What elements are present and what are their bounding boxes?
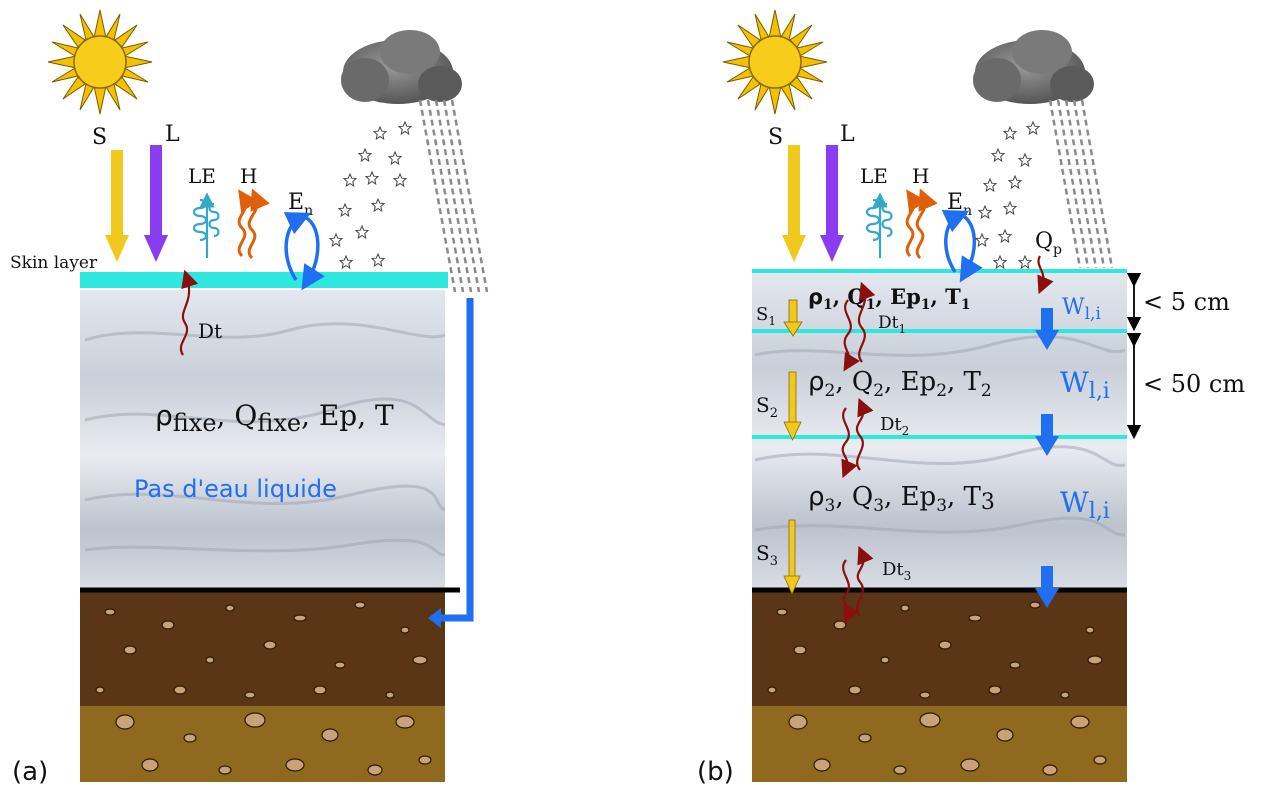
snowflake-icon [329,121,412,269]
layer-1-conduction-down [843,299,861,372]
layer-1-conduction-label: Dt1 [878,313,906,336]
energy-label-b: En [947,190,972,219]
soil-upper-b [752,591,1127,706]
layer-2-shortwave-arrow [783,371,802,441]
layer-1-shortwave-label: S1 [756,304,776,328]
layer-2-conduction-label: Dt2 [880,414,909,438]
soil-upper-a [80,591,445,706]
pebbles-a [95,601,432,776]
layer-2-conduction-up [855,397,874,471]
conduction-arrow-a [179,269,199,356]
layer-3-properties: ρ3, Q3, Ep3, T3 [808,482,995,516]
layer-3-conduction-label: Dt3 [882,559,911,583]
shortwave-label-a: S [92,125,107,150]
shortwave-arrow-b [782,145,806,262]
cloud-icon [341,30,462,104]
precip-heat-label: Qp [1035,229,1062,258]
snow-texture-a [84,322,446,557]
conduction-label-a: Dt [198,319,222,343]
rain-icon [418,99,489,293]
sensible-heat-label-a: H [240,164,257,188]
snowflake-icon [975,121,1040,269]
latent-heat-label-b: LE [860,164,888,188]
thickness-label-1: < 5 cm [1143,288,1230,316]
pebbles-b [767,601,1107,776]
snowpack-b [752,272,1127,590]
layer-1-water-label: Wl,i [1062,295,1101,324]
net-energy-loop-a [283,212,325,291]
thickness-label-2: < 50 cm [1143,370,1245,398]
net-energy-loop-b [941,210,983,283]
no-liquid-water-label: Pas d'eau liquide [134,475,337,503]
panel-a: Skin layer S L LE [10,9,489,787]
latent-heat-label-a: LE [188,164,216,188]
layer-2-water-arrow [1035,414,1059,456]
panel-label-a: (a) [12,757,48,787]
layer-3-shortwave-label: S3 [756,541,778,569]
rain-icon [1048,99,1114,269]
sun-icon [47,9,153,115]
energy-label-a: En [288,190,313,219]
snow-texture-b [754,335,1126,537]
layer-2-properties: ρ2, Q2, Ep2, T2 [808,367,992,401]
shortwave-arrow-a [105,150,129,262]
layer-1-properties: ρ1, Q1, Ep1, T1 [808,284,971,313]
layer-3-water-label: Wl,i [1060,486,1110,524]
shortwave-label-b: S [768,125,783,150]
longwave-label-a: L [165,122,180,147]
layer-3-shortwave-arrow [783,519,801,595]
longwave-arrow-a [144,145,168,262]
panel-label-b: (b) [697,757,734,787]
snow-properties-a: ρfixe, Qfixe, Ep, T [155,399,394,437]
latent-heat-icon-b [865,192,893,258]
cloud-icon [973,30,1094,104]
layer-1-conduction-up [857,281,876,363]
sensible-heat-icon-b [905,188,938,260]
layer-3-water-arrow [1035,566,1059,608]
sensible-heat-icon-a [237,188,270,260]
longwave-label-b: L [840,122,855,147]
latent-heat-icon-a [192,192,220,258]
layer-3-conduction-up [856,545,874,617]
layer-2-shortwave-label: S2 [756,393,778,421]
layer-1-shortwave-arrow [783,299,803,337]
skin-layer-label: Skin layer [10,253,98,273]
sensible-heat-label-b: H [912,164,929,188]
precip-heat-arrow [1037,255,1054,295]
layer-2-water-label: Wl,i [1060,366,1110,404]
sun-icon [722,9,828,115]
skin-layer-a [80,272,448,288]
layer-2-conduction-down [841,407,858,479]
layer-3-conduction-down [842,559,860,625]
layer-1-water-arrow [1035,308,1059,350]
runoff-arrow-a [440,298,474,622]
longwave-arrow-b [820,145,844,262]
panel-b: S L LE H En [697,9,1245,787]
